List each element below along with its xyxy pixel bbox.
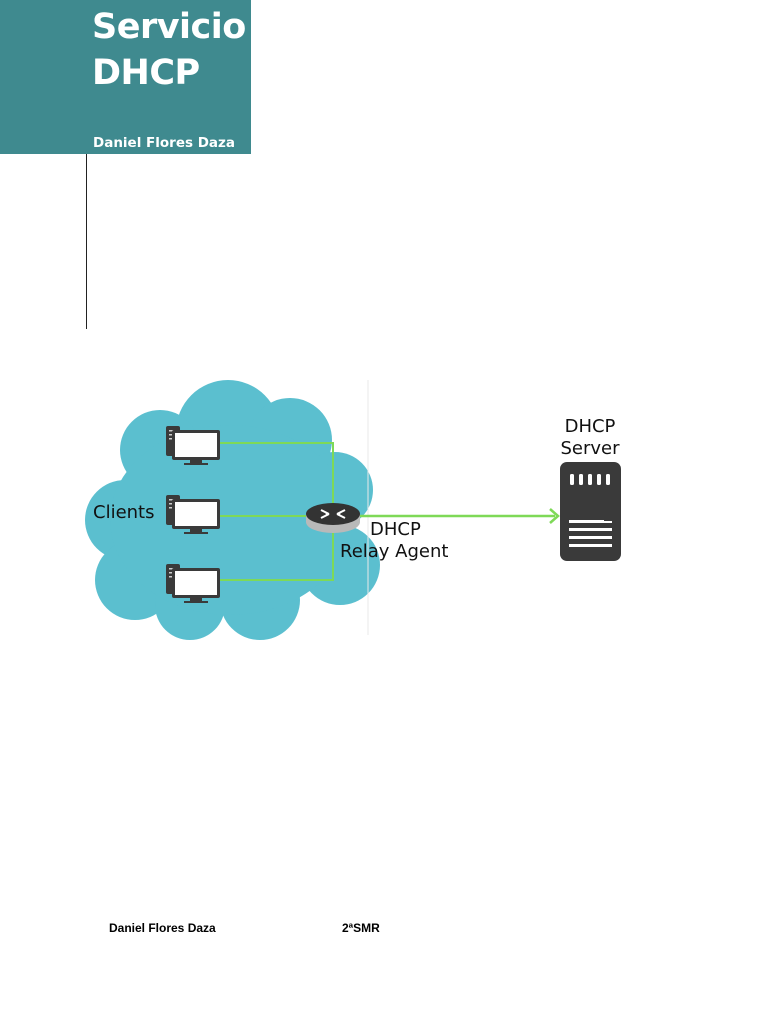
clients-label: Clients (93, 502, 155, 523)
footer-course: 2ªSMR (342, 921, 380, 935)
cover-divider-line (86, 154, 87, 329)
document-title: Servicio DHCP (92, 4, 252, 96)
client-computer-icon (166, 495, 220, 534)
cover-title-block (0, 0, 251, 154)
footer-author: Daniel Flores Daza (109, 921, 216, 935)
arrow-icon (358, 508, 560, 524)
router-icon (306, 503, 360, 533)
relay-label-line-1: DHCP (370, 519, 421, 540)
title-line-1: Servicio (92, 7, 246, 47)
client-links (220, 442, 334, 581)
diagram-canvas: Clients DHCP Relay Agent DHCP Server (85, 380, 621, 640)
server-label-line-1: DHCP (565, 416, 616, 437)
dhcp-relay-diagram: Clients DHCP Relay Agent DHCP Server (80, 370, 680, 650)
server-label-line-2: Server (560, 438, 620, 459)
client-computer-icon (166, 564, 220, 603)
title-line-2: DHCP (92, 53, 200, 93)
relay-label-line-2: Relay Agent (340, 541, 448, 562)
client-network-cloud (85, 380, 380, 640)
server-icon (560, 462, 621, 561)
client-computer-icon (166, 426, 220, 465)
cover-author: Daniel Flores Daza (93, 135, 235, 151)
